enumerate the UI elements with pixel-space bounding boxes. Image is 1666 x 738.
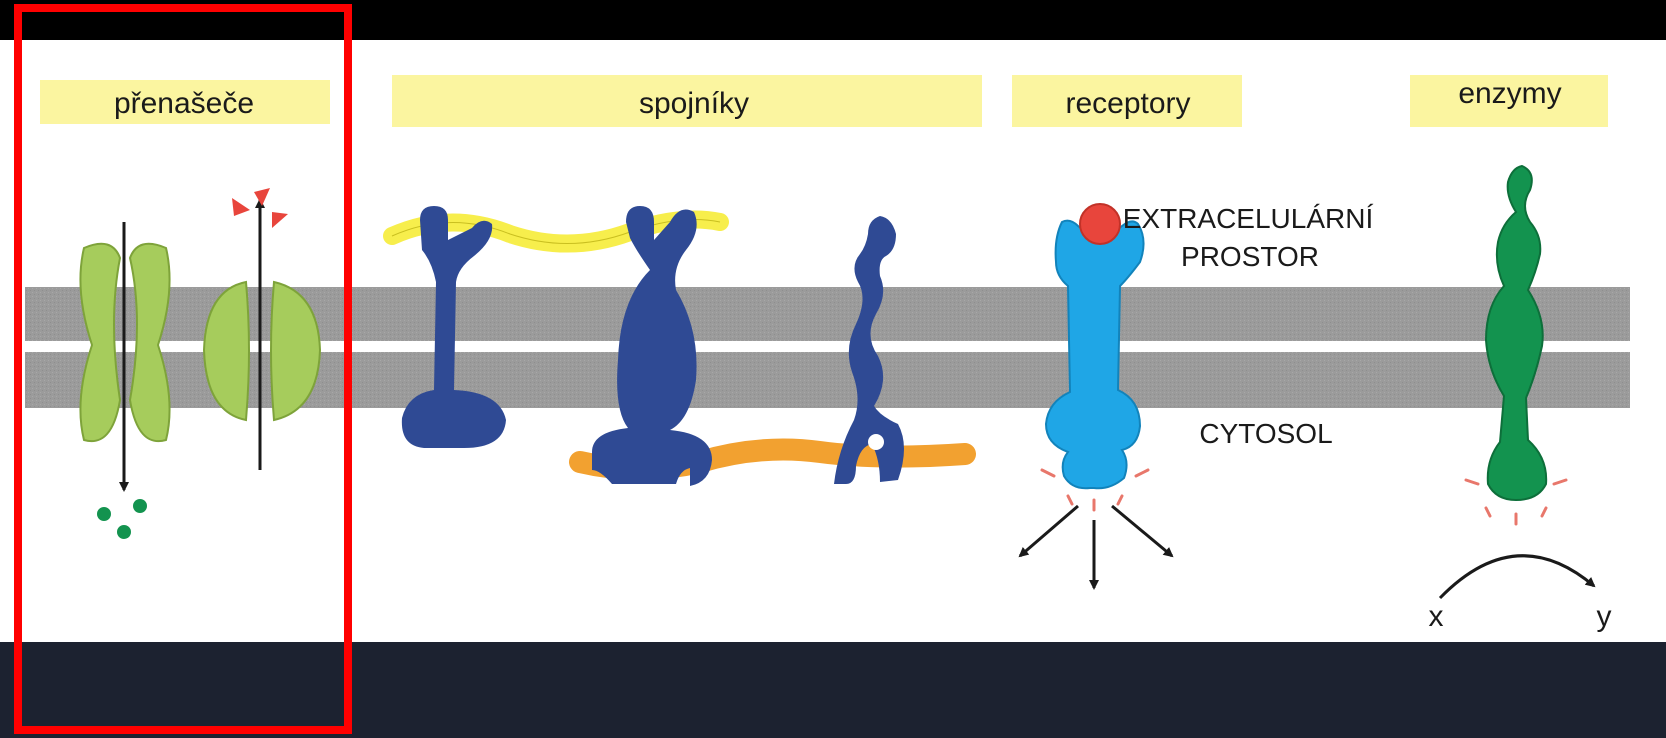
reaction-substrate-label: x	[1429, 600, 1444, 633]
receptor-ligand	[1080, 204, 1120, 244]
category-label-prenasece: přenašeče	[114, 87, 254, 120]
category-label-receptory: receptory	[1065, 87, 1190, 120]
footer-bar	[0, 642, 1666, 738]
extracellular-label-line2: PROSTOR	[1181, 241, 1319, 272]
cytosol-label: CYTOSOL	[1199, 418, 1332, 449]
membrane-inner-leaflet	[25, 352, 1630, 408]
category-label-enzymy: enzymy	[1458, 77, 1561, 110]
reaction-product-label: y	[1597, 600, 1612, 633]
category-label-spojniky: spojníky	[639, 87, 749, 120]
solute-dot-3	[117, 525, 131, 539]
solute-dot-1	[97, 507, 111, 521]
solute-dot-2	[133, 499, 147, 513]
membrane-outer-leaflet	[25, 287, 1630, 341]
linker-hook-hole	[868, 434, 884, 450]
extracellular-label-line1: EXTRACELULÁRNÍ	[1123, 203, 1374, 234]
